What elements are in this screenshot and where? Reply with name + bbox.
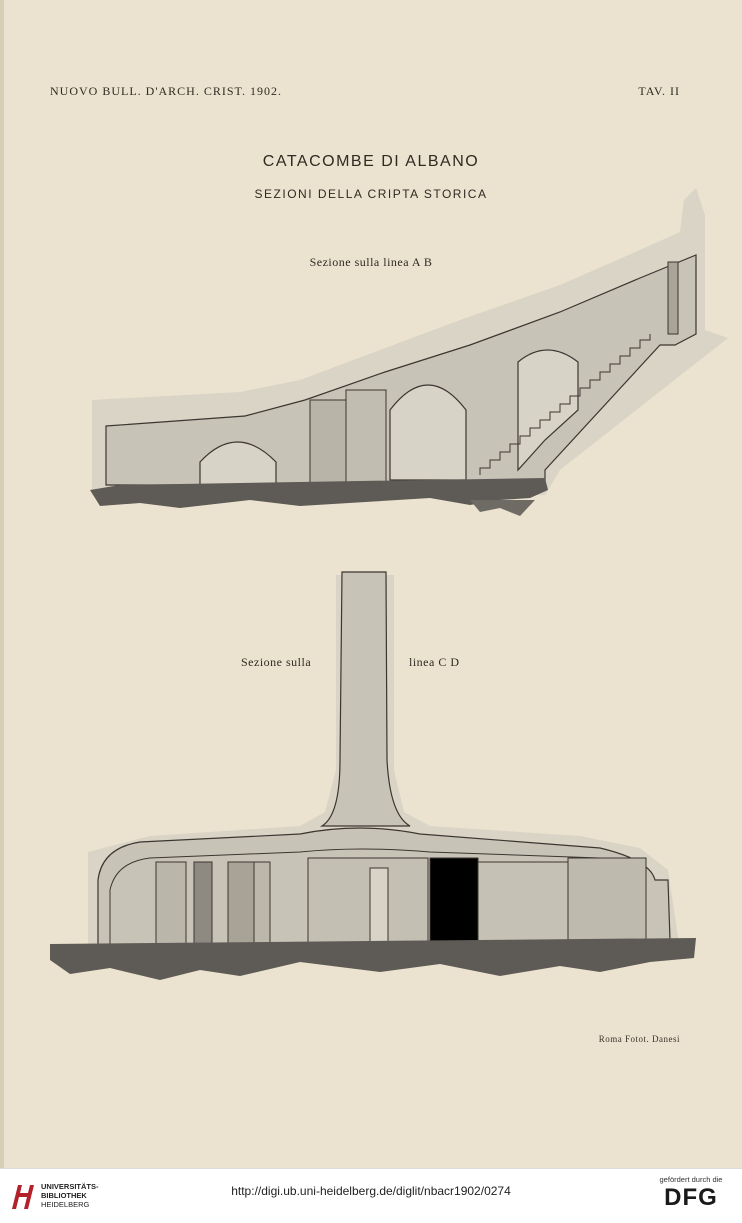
plate-number: TAV. II bbox=[638, 84, 680, 98]
section-cd-chamber-center bbox=[307, 857, 429, 945]
section-ab-pillar-2 bbox=[345, 389, 387, 485]
section-cd-pillar-1 bbox=[155, 861, 187, 945]
section-ab-caption: Sezione sulla linea A B bbox=[309, 255, 433, 269]
running-header: NUOVO BULL. D'ARCH. CRIST. 1902. bbox=[50, 84, 282, 98]
library-name-line-1: UNIVERSITÄTS- bbox=[41, 1182, 99, 1191]
section-cd-doorway bbox=[369, 867, 389, 945]
section-ab-arch-2 bbox=[389, 384, 467, 481]
section-cd-pillar-6 bbox=[477, 861, 569, 945]
permalink-url[interactable]: http://digi.ub.uni-heidelberg.de/diglit/… bbox=[231, 1184, 511, 1198]
library-logo[interactable]: UNIVERSITÄTS- BIBLIOTHEK HEIDELBERG bbox=[8, 1179, 99, 1217]
section-ab-arch-3 bbox=[517, 349, 579, 472]
photographer-credit: Roma Fotot. Danesi bbox=[598, 1034, 680, 1044]
section-cd-ground bbox=[50, 938, 696, 980]
viewer-footer: UNIVERSITÄTS- BIBLIOTHEK HEIDELBERG http… bbox=[0, 1168, 742, 1223]
section-ab-drawing bbox=[90, 188, 728, 516]
plate-title: CATACOMBE DI ALBANO bbox=[262, 153, 480, 170]
section-cd-inner-vault bbox=[109, 848, 601, 945]
plate-page: NUOVO BULL. D'ARCH. CRIST. 1902. TAV. II… bbox=[0, 0, 742, 1168]
section-cd-pillar-3 bbox=[227, 861, 255, 945]
plate-subtitle: SEZIONI DELLA CRIPTA STORICA bbox=[254, 187, 488, 201]
section-ab-stairs bbox=[479, 334, 651, 475]
funder-logo[interactable]: gefördert durch die DFG bbox=[650, 1175, 732, 1212]
section-cd-pillar-4 bbox=[253, 861, 271, 945]
library-emblem-icon bbox=[12, 1185, 34, 1209]
section-cd-shaft bbox=[319, 571, 411, 827]
section-ab-pillar-1 bbox=[309, 399, 347, 485]
dfg-logo-text: DFG bbox=[664, 1184, 718, 1211]
section-ab-rubble bbox=[470, 500, 535, 516]
section-cd-pillar-7 bbox=[567, 857, 647, 943]
section-ab-ground bbox=[90, 478, 548, 508]
section-cd-caption-left: Sezione sulla bbox=[241, 655, 312, 669]
library-name: UNIVERSITÄTS- BIBLIOTHEK HEIDELBERG bbox=[41, 1182, 99, 1209]
section-ab-pillar-3 bbox=[667, 261, 679, 335]
section-cd-pillar-5 bbox=[429, 857, 479, 945]
library-name-line-2: BIBLIOTHEK bbox=[41, 1191, 87, 1200]
section-ab-arch-1 bbox=[199, 441, 277, 486]
library-city: HEIDELBERG bbox=[41, 1200, 90, 1209]
funding-text: gefördert durch die bbox=[659, 1175, 723, 1184]
section-cd-caption-right: linea C D bbox=[409, 655, 460, 669]
section-cd-drawing bbox=[50, 571, 696, 980]
section-cd-pillar-2 bbox=[193, 861, 213, 945]
